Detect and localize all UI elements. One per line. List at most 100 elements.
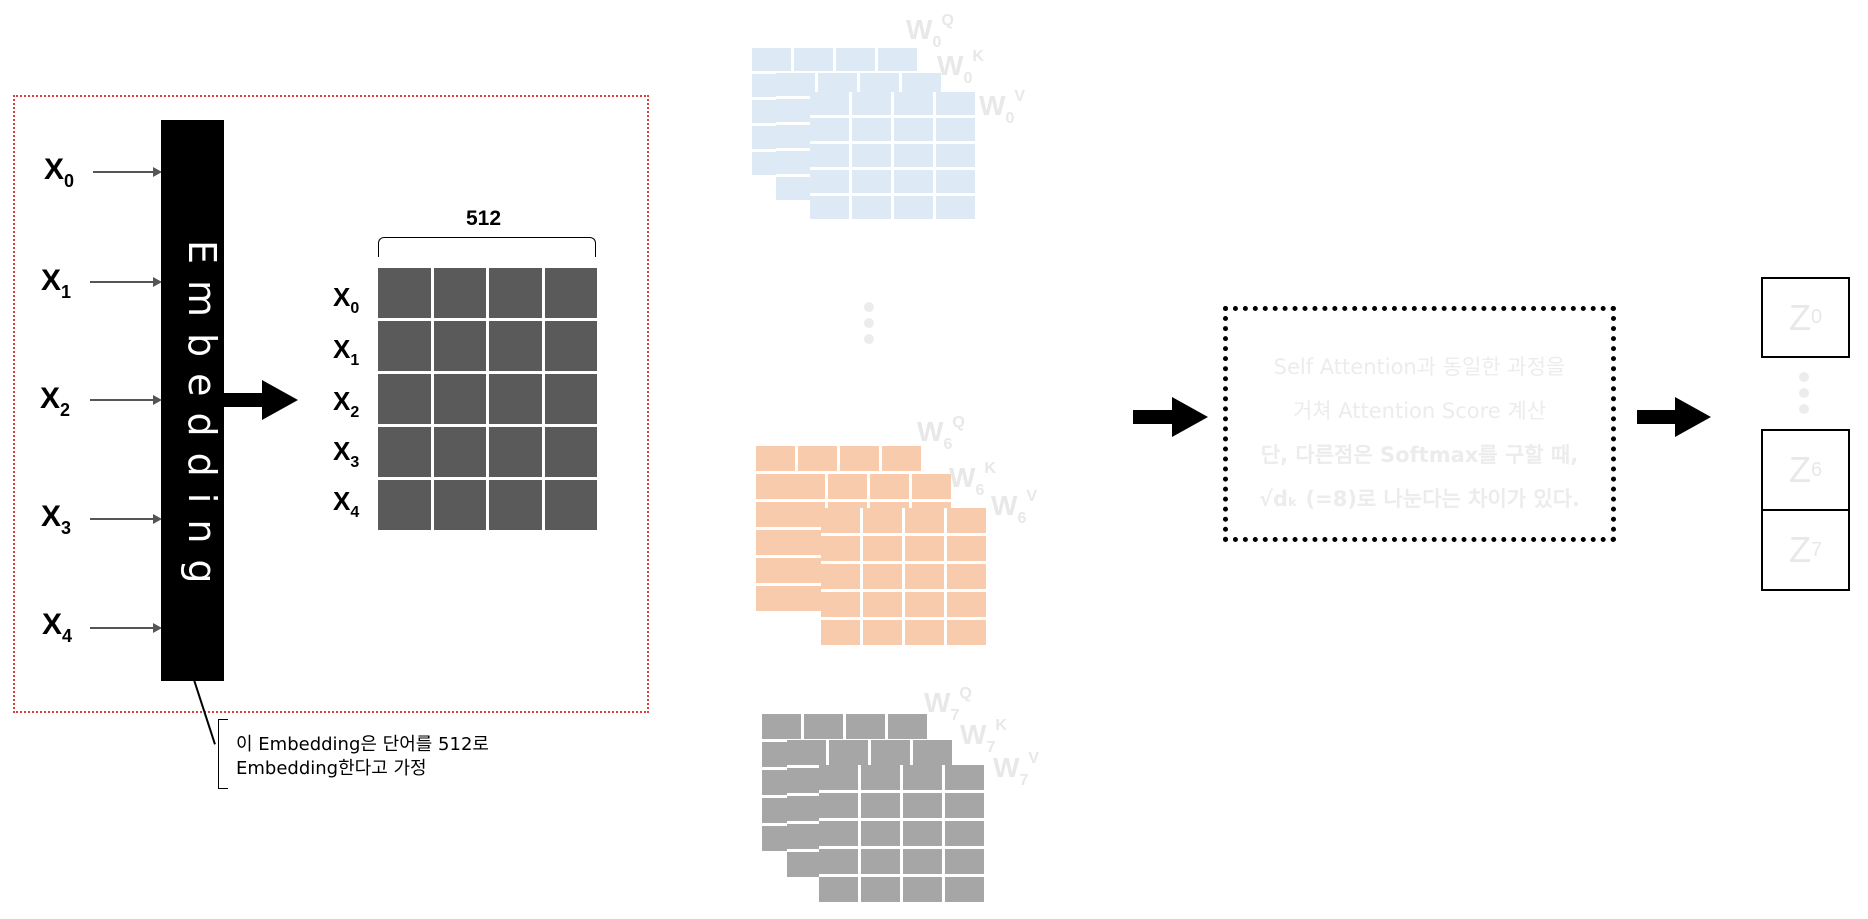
matrix-row-x2: X2 xyxy=(333,386,360,421)
attention-line-2: 거쳐 Attention Score 계산 xyxy=(1292,399,1547,423)
attention-input-arrow xyxy=(1133,410,1175,424)
matrix-width-brace xyxy=(378,237,596,257)
weight-cell xyxy=(852,118,891,141)
attention-line-4: √dₖ (=8)로 나눈다는 차이가 있다. xyxy=(1258,487,1581,511)
attention-input-arrowhead xyxy=(1172,397,1208,437)
weight-cell xyxy=(936,118,975,141)
weight-cell xyxy=(945,821,984,846)
weight-cell xyxy=(947,592,986,617)
weight-cell xyxy=(936,170,975,193)
matrix-cell xyxy=(544,480,597,530)
head-7-label-v: W7V xyxy=(993,750,1040,789)
weight-cell xyxy=(818,73,857,96)
head-0-label-k: W0K xyxy=(937,48,984,87)
matrix-cell xyxy=(489,321,542,371)
matrix-row-x3: X3 xyxy=(333,436,360,471)
weight-cell xyxy=(860,73,899,96)
head-6-label-k: W6K xyxy=(949,460,996,499)
matrix-cell xyxy=(433,321,486,371)
weight-cell xyxy=(894,92,933,115)
weight-cell xyxy=(947,564,986,589)
matrix-cell xyxy=(544,374,597,424)
ellipsis-dot xyxy=(1799,372,1809,382)
ellipsis-dot xyxy=(864,302,874,312)
input-arrowhead-4 xyxy=(153,623,162,633)
weight-cell xyxy=(810,196,849,219)
matrix-cell xyxy=(378,480,431,530)
matrix-cell xyxy=(544,321,597,371)
ellipsis-dot xyxy=(1799,388,1809,398)
matrix-cell xyxy=(489,268,542,318)
head-0-label-q: W0Q xyxy=(906,12,954,51)
weight-cell xyxy=(947,536,986,561)
input-x3: X3 xyxy=(41,500,72,538)
weight-cell xyxy=(819,765,858,790)
input-arrowhead-3 xyxy=(153,514,162,524)
weight-cell xyxy=(863,536,902,561)
weight-cell xyxy=(852,170,891,193)
head-0-matrix-v xyxy=(810,92,975,219)
matrix-cell xyxy=(433,268,486,318)
attention-output-arrowhead xyxy=(1675,397,1711,437)
weight-cell xyxy=(798,446,837,471)
weight-cell xyxy=(945,877,984,902)
weight-cell xyxy=(863,564,902,589)
weight-cell xyxy=(945,849,984,874)
weight-cell xyxy=(863,592,902,617)
weight-cell xyxy=(894,196,933,219)
matrix-cell xyxy=(433,427,486,477)
weight-cell xyxy=(905,564,944,589)
weight-cell xyxy=(786,586,825,611)
input-arrow-0 xyxy=(93,171,155,173)
weight-cell xyxy=(786,474,825,499)
weight-cell xyxy=(894,170,933,193)
weight-cell xyxy=(786,502,825,527)
matrix-row-x1: X1 xyxy=(333,334,360,369)
weight-cell xyxy=(819,877,858,902)
weight-cell xyxy=(894,144,933,167)
matrix-cell xyxy=(378,321,431,371)
matrix-cell xyxy=(378,374,431,424)
matrix-cell xyxy=(378,268,431,318)
head-7-matrix-v xyxy=(819,765,984,902)
weight-cell xyxy=(947,508,986,533)
matrix-cell xyxy=(489,480,542,530)
weight-cell xyxy=(776,125,815,148)
weight-cell xyxy=(821,508,860,533)
weight-cell xyxy=(810,118,849,141)
attention-box xyxy=(1223,306,1616,542)
matrix-cell xyxy=(433,480,486,530)
ellipsis-dot xyxy=(864,334,874,344)
matrix-row-x4: X4 xyxy=(333,486,360,521)
weight-cell xyxy=(821,564,860,589)
weight-cell xyxy=(905,536,944,561)
weight-cell xyxy=(852,196,891,219)
embedding-note: 이 Embedding은 단어를 512로 Embedding한다고 가정 xyxy=(236,733,489,781)
weight-cell xyxy=(786,558,825,583)
weight-cell xyxy=(861,793,900,818)
weight-cell xyxy=(863,620,902,645)
weight-cell xyxy=(861,849,900,874)
weight-cell xyxy=(863,508,902,533)
weight-cell xyxy=(936,144,975,167)
weight-cell xyxy=(903,849,942,874)
weight-cell xyxy=(776,151,815,174)
input-arrow-2 xyxy=(90,399,155,401)
matrix-width-label: 512 xyxy=(466,207,502,230)
weight-cell xyxy=(821,620,860,645)
weight-cell xyxy=(776,99,815,122)
ellipsis-dot xyxy=(1799,404,1809,414)
weight-cell xyxy=(836,48,875,71)
weight-cell xyxy=(905,620,944,645)
input-arrow-3 xyxy=(90,518,155,520)
attention-output-arrow xyxy=(1637,410,1679,424)
weight-cell xyxy=(861,821,900,846)
weight-cell xyxy=(810,92,849,115)
weight-cell xyxy=(819,821,858,846)
embedding-label: Embedding xyxy=(180,240,224,600)
weight-cell xyxy=(861,765,900,790)
weight-cell xyxy=(936,196,975,219)
